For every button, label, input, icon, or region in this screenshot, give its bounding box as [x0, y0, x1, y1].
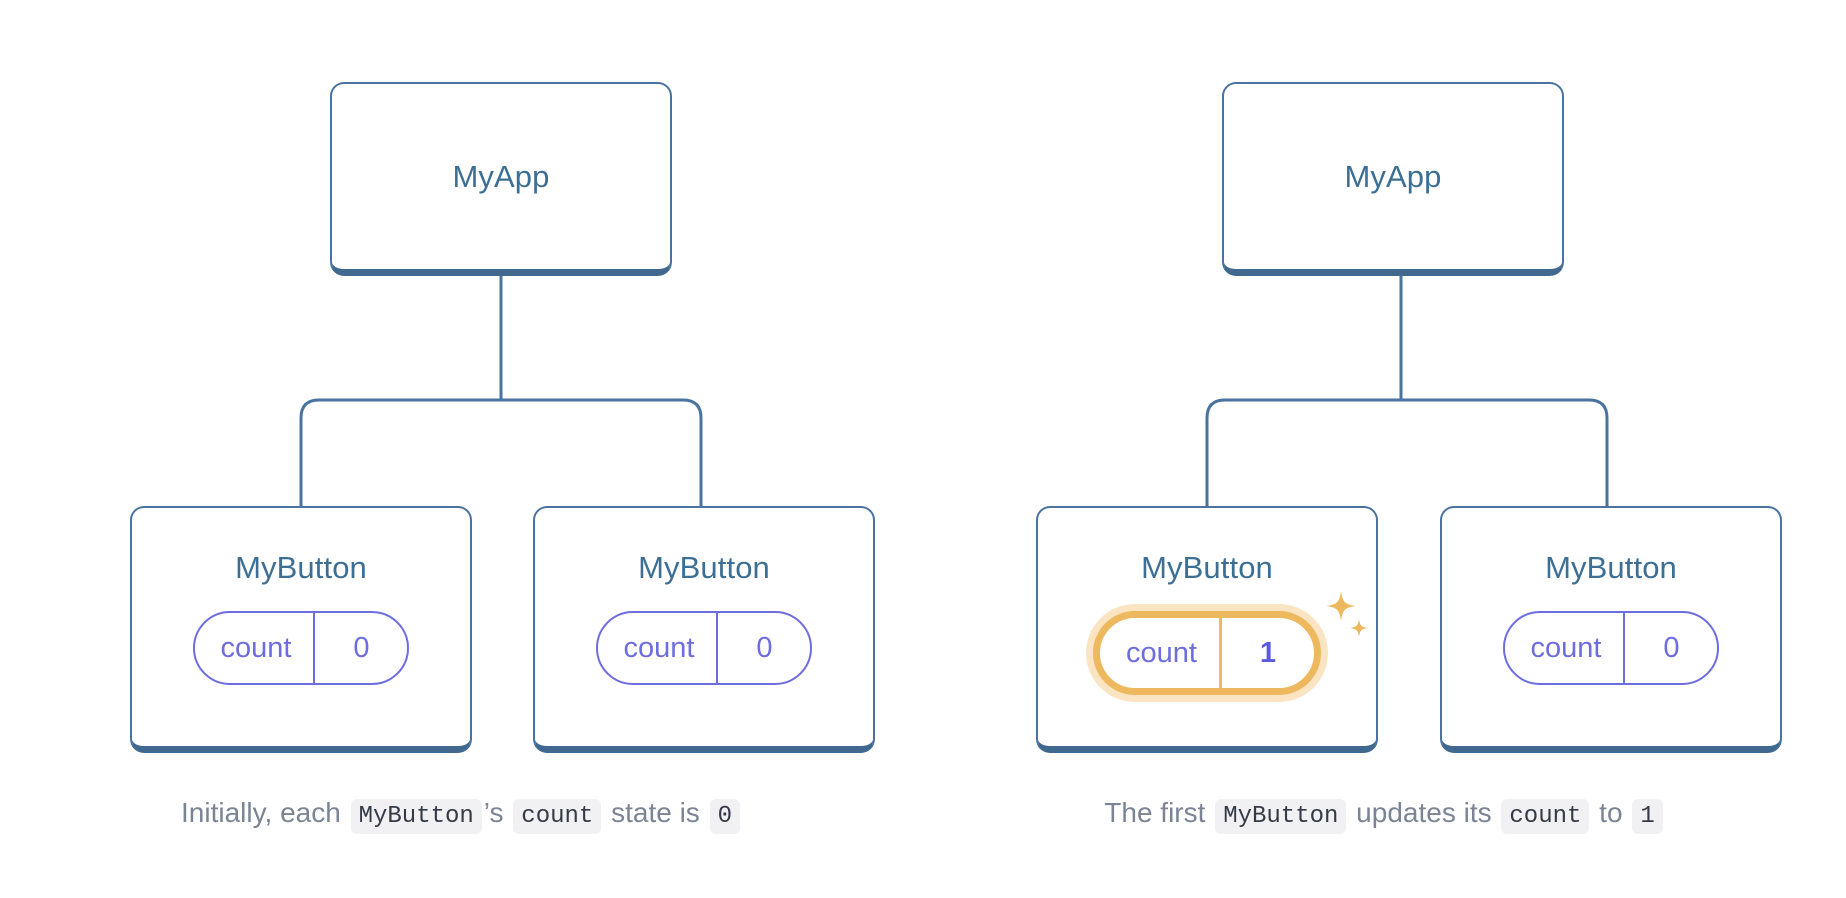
caption-text: The first	[1104, 797, 1214, 828]
state-pill-key: count	[623, 631, 695, 664]
state-pill-value: 0	[313, 613, 407, 683]
caption-after-update: The first MyButton updates its count to …	[923, 795, 1846, 834]
caption-code: MyButton	[1215, 799, 1347, 834]
state-pill[interactable]: count 0	[1502, 611, 1720, 685]
state-pill-key: count	[220, 631, 292, 664]
caption-code: 1	[1632, 799, 1663, 834]
caption-initial-state: Initially, each MyButton’s count state i…	[0, 795, 923, 834]
state-pill-wrapper-highlighted: count 1	[1093, 591, 1368, 695]
caption-text: Initially, each	[181, 797, 349, 828]
state-pill[interactable]: count 1	[1093, 611, 1321, 695]
node-mybutton-1[interactable]: MyButton count 1	[1036, 506, 1378, 753]
caption-code: count	[1501, 799, 1590, 834]
caption-code: count	[513, 799, 602, 834]
node-title: MyButton	[1141, 550, 1273, 585]
node-title: MyApp	[1344, 159, 1442, 194]
state-pill[interactable]: count 0	[192, 611, 410, 685]
panel-after-update: MyApp MyButton count 1 MyButton	[923, 0, 1846, 898]
sparkles-icon	[1321, 585, 1375, 651]
caption-text: to	[1591, 797, 1631, 828]
connector-lines-left	[299, 275, 703, 508]
node-title: MyApp	[452, 159, 550, 194]
state-pill-value: 1	[1218, 618, 1314, 688]
state-pill-value: 0	[716, 613, 810, 683]
node-title: MyButton	[1545, 550, 1677, 585]
node-myapp[interactable]: MyApp	[330, 82, 672, 276]
state-pill-value: 0	[1623, 613, 1717, 683]
state-pill-key: count	[1530, 631, 1602, 664]
node-title: MyButton	[235, 550, 367, 585]
state-pill-wrapper: count 0	[595, 611, 813, 685]
caption-code: 0	[709, 799, 740, 834]
caption-text: state is	[603, 797, 708, 828]
node-myapp[interactable]: MyApp	[1222, 82, 1564, 276]
node-mybutton-2[interactable]: MyButton count 0	[533, 506, 875, 753]
state-pill-wrapper: count 0	[1502, 611, 1720, 685]
caption-text: ’s	[483, 797, 512, 828]
state-pill-wrapper: count 0	[192, 611, 410, 685]
caption-text: updates its	[1348, 797, 1500, 828]
state-pill-key: count	[1126, 636, 1197, 669]
node-mybutton-2[interactable]: MyButton count 0	[1440, 506, 1782, 753]
caption-code: MyButton	[350, 799, 482, 834]
connector-lines-right	[1205, 275, 1609, 508]
node-title: MyButton	[638, 550, 770, 585]
state-pill[interactable]: count 0	[595, 611, 813, 685]
node-mybutton-1[interactable]: MyButton count 0	[130, 506, 472, 753]
panel-initial-state: MyApp MyButton count 0 MyButton count 0 …	[0, 82, 923, 834]
